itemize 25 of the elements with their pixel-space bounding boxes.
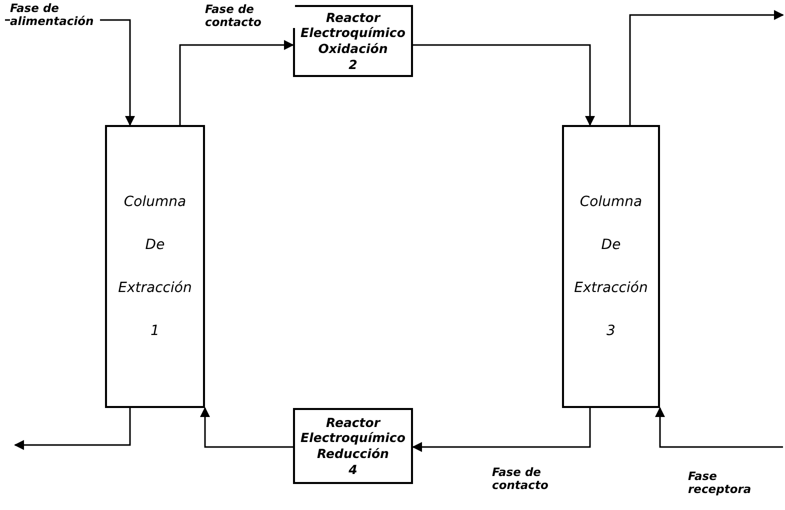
- node-text: 3: [606, 323, 616, 339]
- node-text: Reactor Electroquímico Reducción: [300, 414, 406, 462]
- node-text: 4: [348, 462, 358, 478]
- node-text: Columna: [580, 194, 642, 210]
- arrow: [200, 407, 293, 448]
- node-text: De: [145, 237, 165, 253]
- reactor-box: [293, 5, 413, 77]
- edge-label: Fase de alimentación: [10, 2, 100, 28]
- node-text: 1: [150, 323, 160, 339]
- column-box: [562, 125, 660, 408]
- arrow: [655, 407, 783, 448]
- node-text: Extracción: [574, 280, 648, 296]
- edge-label: Fase de contacto: [205, 3, 295, 28]
- node-text: Columna: [124, 194, 186, 210]
- arrow: [629, 10, 784, 125]
- column-box: [105, 125, 205, 408]
- node-text: 2: [348, 56, 358, 72]
- reactor-box: [293, 408, 413, 484]
- node-text: Reactor Electroquímico Oxidación: [300, 10, 406, 57]
- arrow: [412, 408, 591, 452]
- arrow: [14, 408, 131, 450]
- node-text: Extracción: [118, 280, 192, 296]
- arrow: [179, 40, 294, 125]
- arrow: [413, 44, 595, 126]
- node-text: De: [601, 237, 621, 253]
